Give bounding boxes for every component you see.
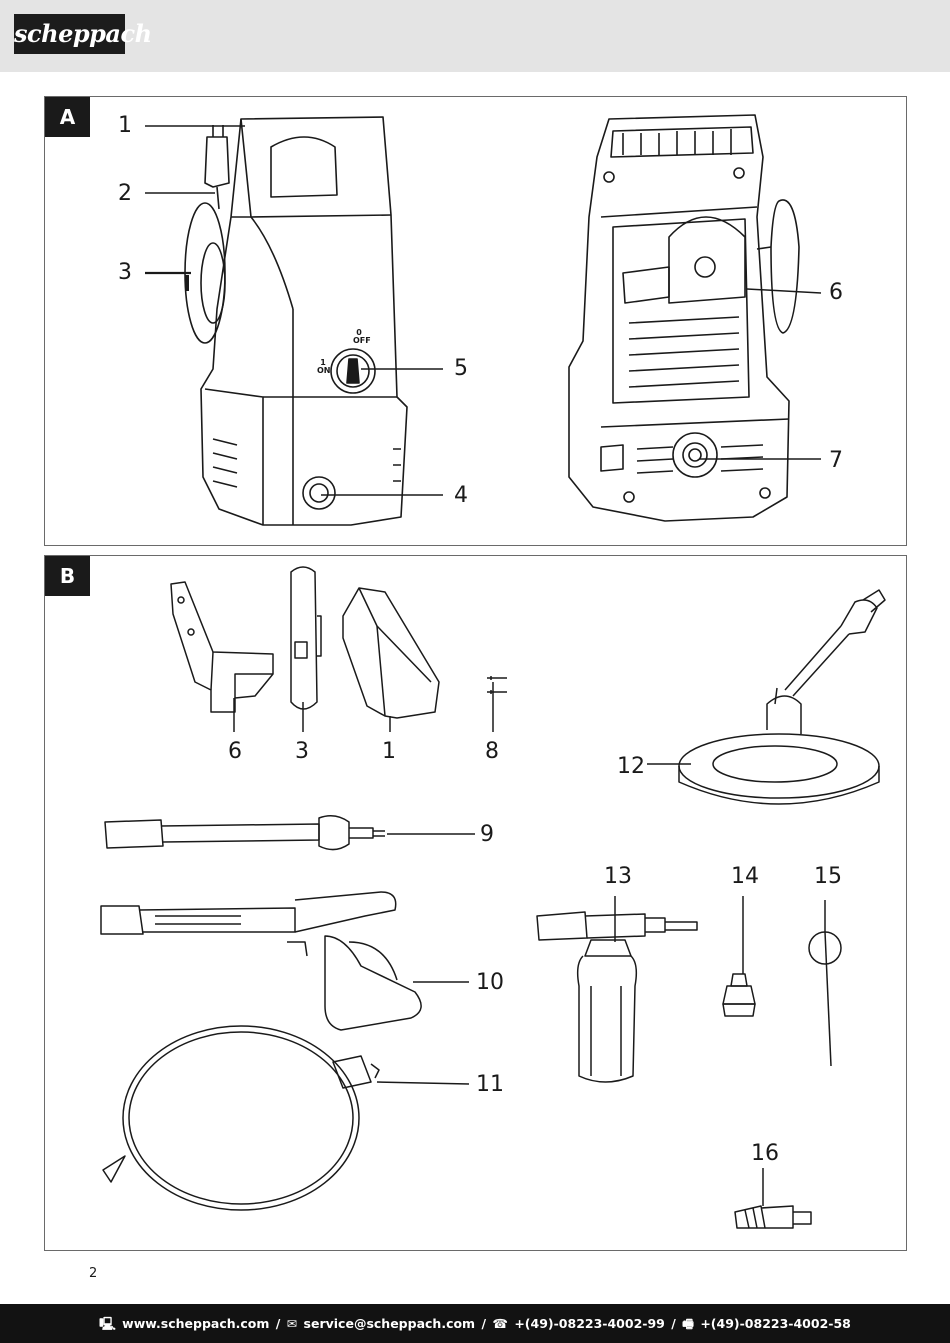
figure-panel-a: A	[44, 96, 907, 546]
callout-b-1: 1	[382, 739, 396, 764]
callout-b-16: 16	[751, 1141, 779, 1166]
callout-7: 7	[829, 448, 843, 473]
footer-fax: +(49)-08223-4002-58	[700, 1316, 851, 1331]
callout-4: 4	[454, 483, 468, 508]
footer-email[interactable]: service@scheppach.com	[303, 1316, 476, 1331]
panel-a-tag: A	[45, 97, 90, 137]
callout-1: 1	[118, 113, 132, 138]
switch-off-text: OFF	[353, 336, 371, 345]
cover-1	[342, 587, 440, 719]
callout-5: 5	[454, 356, 468, 381]
spray-lance-9	[104, 815, 385, 851]
callout-b-9: 9	[480, 822, 494, 847]
hose-reel-disk-3	[290, 566, 322, 710]
adapter-14	[722, 973, 756, 1017]
screws-8	[487, 676, 507, 694]
switch-off-label: 0 OFF	[353, 328, 371, 345]
accessory-holder-6	[170, 581, 274, 713]
footer-phone: +(49)-08223-4002-99	[514, 1316, 665, 1331]
spray-gun-10	[100, 891, 422, 1031]
footer-separator: /	[671, 1316, 676, 1331]
mail-icon: ✉	[286, 1316, 298, 1331]
switch-off-number: 0	[356, 328, 362, 337]
footer-website[interactable]: www.scheppach.com	[122, 1316, 270, 1331]
callout-b-10: 10	[476, 970, 504, 995]
page-footer: 🖳 www.scheppach.com / ✉ service@scheppac…	[0, 1304, 950, 1343]
foam-bottle-13	[536, 911, 698, 1083]
callout-2: 2	[118, 181, 132, 206]
panel-b-tag: B	[45, 556, 90, 596]
rotary-nozzle-16	[734, 1205, 812, 1229]
surface-cleaner-12	[678, 589, 886, 805]
callout-b-11: 11	[476, 1072, 504, 1097]
callout-b-8: 8	[485, 739, 499, 764]
callout-b-12: 12	[617, 754, 645, 779]
computer-icon: 🖳	[99, 1316, 116, 1331]
fax-icon: 🖷	[682, 1316, 694, 1331]
panel-a-leaders	[145, 125, 822, 496]
hose-11	[102, 1025, 380, 1211]
cleaning-needle-15	[808, 931, 842, 1067]
footer-separator: /	[481, 1316, 487, 1331]
figure-panel-b: B	[44, 555, 907, 1251]
callout-b-15: 15	[814, 864, 842, 889]
callout-b-6: 6	[228, 739, 242, 764]
brand-logo: scheppach	[14, 14, 152, 54]
washer-front-view	[184, 116, 408, 526]
callout-b-3: 3	[295, 739, 309, 764]
page-number: 2	[89, 1266, 98, 1281]
panel-a-drawing	[145, 114, 822, 526]
page-header: scheppach	[0, 0, 950, 72]
switch-on-text: ON	[317, 366, 331, 375]
washer-rear-view	[568, 114, 800, 522]
switch-on-number: 1	[320, 358, 326, 367]
callout-3: 3	[118, 260, 132, 285]
panel-b-leaders	[233, 682, 826, 1206]
phone-icon: ☎	[492, 1316, 508, 1331]
callout-6: 6	[829, 280, 843, 305]
switch-on-label: 1 ON	[317, 358, 331, 375]
panel-b-drawing	[100, 566, 886, 1229]
callout-b-13: 13	[604, 864, 632, 889]
callout-b-14: 14	[731, 864, 759, 889]
footer-separator: /	[275, 1316, 281, 1331]
